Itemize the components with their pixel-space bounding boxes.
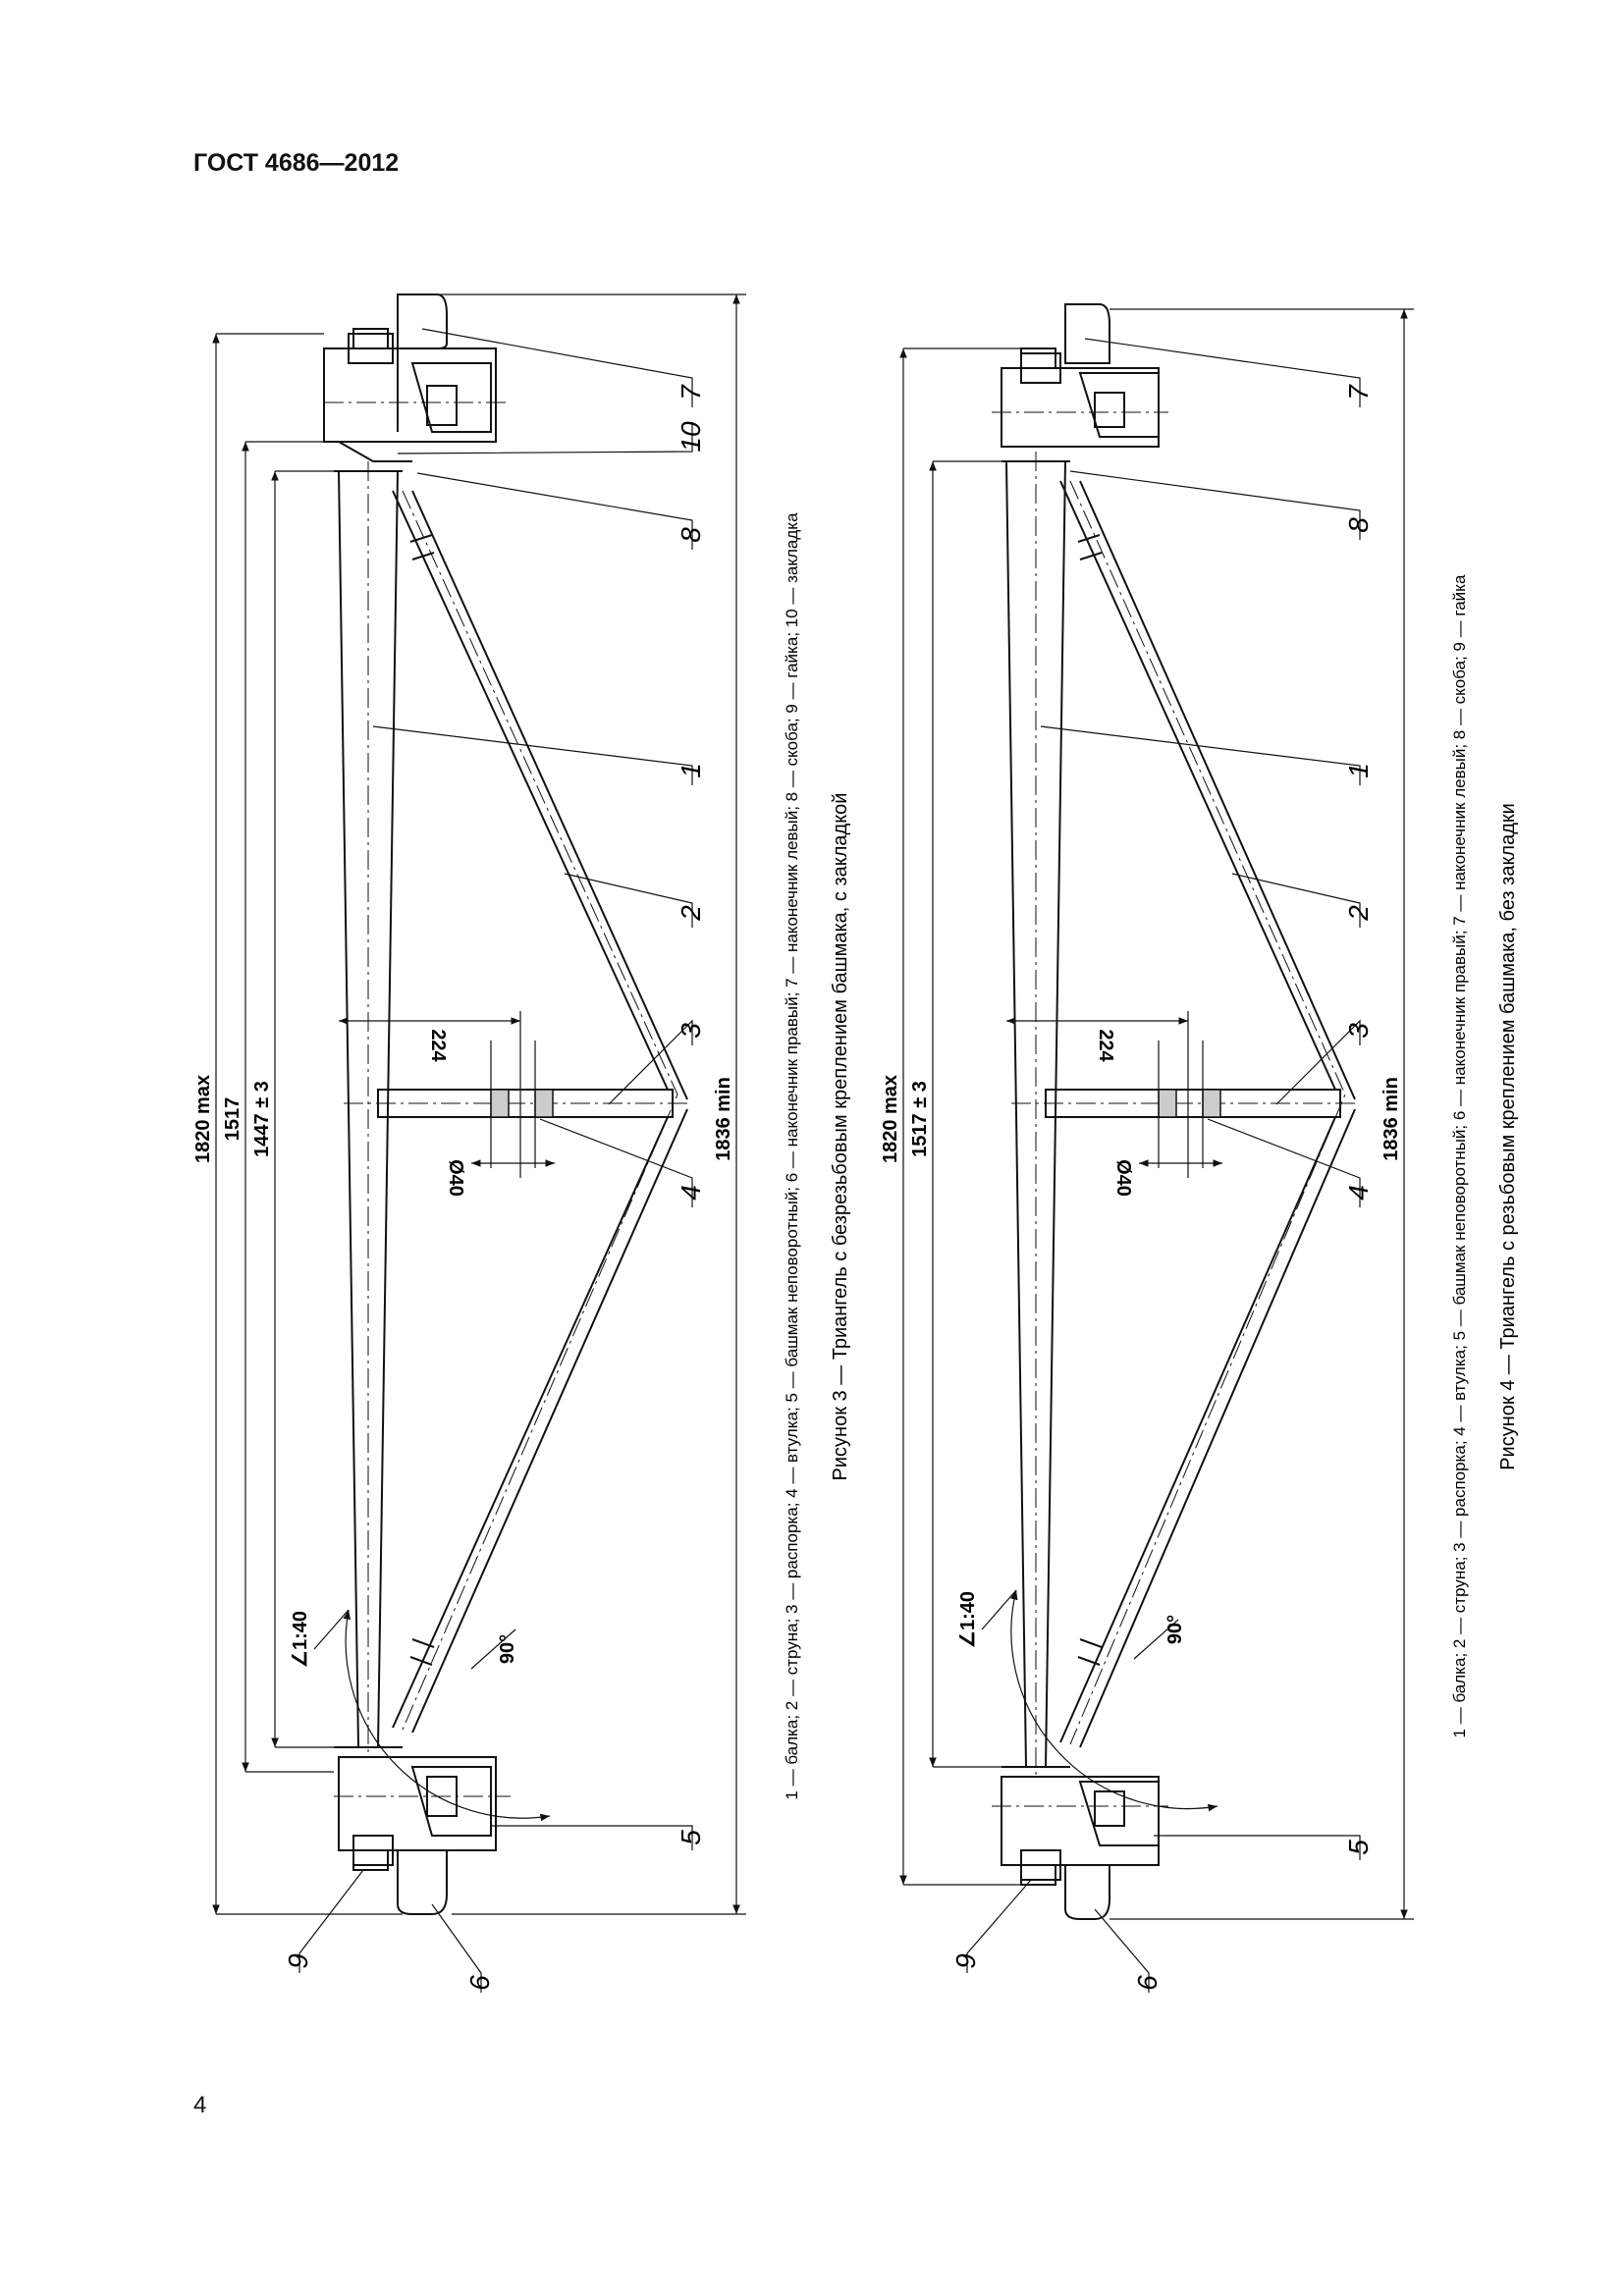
string-part (1059, 480, 1356, 1748)
fig3-dim-diameter: Ø40 (445, 1159, 466, 1197)
top-shoe-assembly (323, 294, 511, 462)
top-shoe-assembly (992, 303, 1168, 448)
fig3-pos-5: 5 (676, 1830, 706, 1845)
fig4-pos-7: 7 (1343, 384, 1374, 400)
fig4-pos-1: 1 (1343, 763, 1374, 778)
bottom-shoe-assembly (334, 1756, 511, 1915)
fig4-dim-bottom: 1836 min (1380, 1077, 1402, 1161)
fig3-pos-3: 3 (676, 1023, 706, 1039)
figure-4-position-labels: 7 8 1 2 3 4 5 6 9 (950, 384, 1374, 1991)
fig4-pos-9: 9 (950, 1953, 981, 1969)
fig4-dim-overall: 1820 max (880, 1075, 901, 1163)
fig4-pos-8: 8 (1343, 517, 1374, 533)
strut-part (344, 1089, 687, 1118)
fig4-dim-224: 224 (1095, 1029, 1116, 1062)
fig3-dim-angle: 90° (497, 1634, 518, 1664)
figure-3-drawing (212, 294, 746, 1993)
fig3-dim-inner: 1447 ± 3 (251, 1081, 273, 1157)
fig4-pos-5: 5 (1343, 1840, 1374, 1855)
figure-3-position-labels: 7 10 8 1 2 3 4 5 6 9 (283, 384, 706, 1991)
fig4-pos-4: 4 (1343, 1185, 1374, 1201)
beam-part (1001, 452, 1070, 1777)
figure-4-dimensions (899, 308, 1414, 1920)
fig4-dim-beam: 1517 ± 3 (909, 1081, 931, 1157)
fig3-dim-overall: 1820 max (192, 1075, 214, 1163)
beam-part (334, 461, 403, 1757)
fig4-dim-slope: ∠1:40 (957, 1591, 979, 1648)
figure-3-leaders (298, 328, 693, 1993)
fig4-pos-6: 6 (1132, 1975, 1163, 1991)
fig3-dim-bottom: 1836 min (713, 1077, 734, 1161)
document-header: ГОСТ 4686—2012 (193, 149, 400, 177)
figure-4-dim-texts: 1820 max 1517 ± 3 1836 min 224 Ø40 ∠1:40… (880, 1029, 1402, 1648)
fig3-dim-224: 224 (427, 1029, 449, 1062)
figure-4-leaders (966, 338, 1361, 1993)
fig4-pos-2: 2 (1343, 905, 1374, 922)
page-number: 4 (193, 2092, 207, 2118)
fig3-pos-6: 6 (464, 1975, 495, 1991)
fig3-caption: Рисунок 3 — Триангель с безрезьбовым кре… (830, 793, 851, 1481)
fig3-pos-7: 7 (676, 384, 706, 400)
fig3-pos-10: 10 (676, 421, 706, 453)
fig4-legend: 1 — балка; 2 — струна; 3 — распорка; 4 —… (1450, 574, 1469, 1737)
fig4-pos-3: 3 (1343, 1023, 1374, 1039)
figure-4-drawing (899, 303, 1414, 1993)
fig3-pos-4: 4 (676, 1185, 706, 1201)
fig3-dim-beam: 1517 (222, 1097, 244, 1142)
strut-part (1011, 1089, 1355, 1118)
fig3-pos-1: 1 (676, 763, 706, 778)
fig3-dim-slope: ∠1:40 (290, 1611, 311, 1668)
fig3-pos-8: 8 (676, 527, 706, 543)
fig3-pos-9: 9 (283, 1953, 313, 1969)
fig4-dim-angle: 90° (1164, 1615, 1186, 1644)
fig4-dim-diameter: Ø40 (1112, 1159, 1134, 1197)
fig3-legend: 1 — балка; 2 — струна; 3 — распорка; 4 —… (783, 512, 801, 1800)
fig3-pos-2: 2 (676, 905, 706, 922)
figure-3-dimensions (212, 294, 746, 1915)
fig4-caption: Рисунок 4 — Триангель с резьбовым крепле… (1497, 803, 1519, 1470)
bottom-shoe-assembly (992, 1776, 1168, 1920)
figure-3-dim-texts: 1820 max 1517 1447 ± 3 1836 min 224 Ø40 … (192, 1029, 734, 1668)
